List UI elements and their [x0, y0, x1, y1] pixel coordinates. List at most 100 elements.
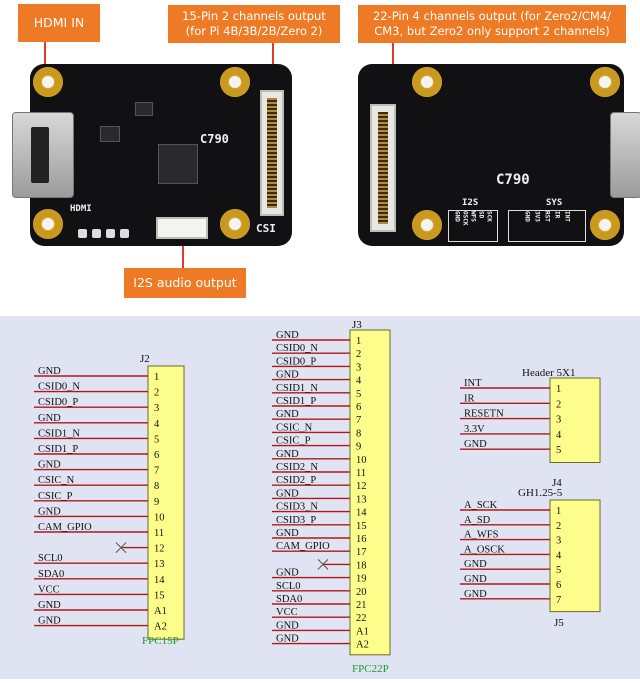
- net-label: GND: [276, 330, 299, 341]
- net-label: RESETN: [464, 409, 504, 420]
- hdmi-label: HDMI: [70, 204, 92, 214]
- net-label: IR: [464, 393, 475, 404]
- net-label: GND: [276, 409, 299, 420]
- sys-pin-label: GND: [523, 211, 531, 222]
- net-label: GND: [38, 460, 61, 471]
- pin-number: A2: [154, 622, 167, 633]
- pin-number: A1: [356, 626, 369, 637]
- pin-number: 8: [356, 428, 361, 439]
- pin-number: 1: [556, 506, 561, 517]
- pin-number: 12: [356, 481, 367, 492]
- mount-hole: [412, 210, 442, 240]
- net-label: CSIC_P: [276, 436, 311, 447]
- pin-number: 13: [154, 559, 165, 570]
- net-label: CSID1_N: [276, 383, 318, 394]
- pin-number: 19: [356, 574, 367, 585]
- callout-csi22-line2: CM3, but Zero2 only support 2 channels): [374, 24, 610, 38]
- net-label: CSID1_P: [38, 444, 78, 455]
- pin-number: 1: [556, 384, 561, 395]
- pin-number: 20: [356, 587, 367, 598]
- net-label: GND: [38, 616, 61, 627]
- pin-number: 5: [556, 445, 561, 456]
- sys-pin-label: IR: [553, 211, 561, 219]
- pin-number: 1: [154, 372, 159, 383]
- connector-title: GH1.25-5: [518, 487, 563, 499]
- net-label: CSIC_P: [38, 491, 73, 502]
- net-label: 3.3V: [464, 424, 485, 435]
- pin-number: 1: [356, 336, 361, 347]
- pin-number: 18: [356, 560, 367, 571]
- back-board: C790 I2S SYS GND OSCK WFS SD SCK GND 3V3…: [358, 64, 624, 246]
- net-label: GND: [38, 413, 61, 424]
- pin-number: 10: [154, 512, 165, 523]
- no-connect-mark: [115, 542, 127, 553]
- gpio-pad: [106, 229, 115, 238]
- pin-number: 21: [356, 600, 367, 611]
- csi22-contacts: [378, 112, 388, 224]
- net-label: GND: [276, 620, 299, 631]
- chip-label: C790: [200, 132, 229, 146]
- gpio-pad: [120, 229, 129, 238]
- pin-number: 3: [154, 403, 159, 414]
- pin-number: 5: [154, 434, 159, 445]
- pin-number: 11: [356, 468, 366, 479]
- net-label: GND: [38, 600, 61, 611]
- pin-number: 6: [556, 580, 561, 591]
- pin-number: 6: [154, 450, 159, 461]
- connector-ref: J2: [140, 353, 150, 365]
- front-board: C790 HDMI CSI: [30, 64, 292, 246]
- connector-body: [147, 365, 185, 640]
- net-label: CSID0_P: [276, 356, 316, 367]
- pin-number: 14: [356, 508, 367, 519]
- i2s-pin-label: GND: [453, 211, 461, 222]
- net-label: A_WFS: [464, 530, 499, 541]
- hdmi-port: [12, 112, 74, 198]
- i2s-pin-label: OSCK: [461, 211, 469, 226]
- net-label: CSID0_P: [38, 397, 78, 408]
- mount-hole: [220, 67, 250, 97]
- pin-number: 2: [154, 388, 159, 399]
- pin-number: 13: [356, 494, 367, 505]
- mount-hole: [33, 67, 63, 97]
- pin-number: 5: [556, 565, 561, 576]
- net-label: CSIC_N: [276, 422, 313, 433]
- net-label: GND: [464, 589, 487, 600]
- net-label: CSID0_N: [276, 343, 318, 354]
- i2s-pin-block: GND OSCK WFS SD SCK: [448, 210, 498, 242]
- callout-hdmi-in: HDMI IN: [18, 4, 100, 42]
- connector-ref: J4: [552, 477, 562, 489]
- pin-number: 7: [556, 595, 561, 606]
- net-label: GND: [38, 506, 61, 517]
- i2s-connector: [156, 217, 208, 239]
- net-label: GND: [276, 370, 299, 381]
- pin-number: 17: [356, 547, 367, 558]
- pin-number: 8: [154, 481, 159, 492]
- small-chip: [100, 126, 120, 142]
- connector-body: [349, 329, 391, 656]
- callout-hdmi-in-text: HDMI IN: [33, 15, 85, 30]
- pin-number: 4: [356, 376, 362, 387]
- pin-number: 7: [154, 466, 159, 477]
- net-label: GND: [38, 366, 61, 377]
- bridge-chip: [158, 144, 198, 184]
- gpio-pad: [78, 229, 87, 238]
- connector-body: [549, 499, 601, 613]
- hdmi-port-back: [610, 112, 640, 198]
- pin-number: 11: [154, 528, 164, 539]
- net-label: GND: [464, 574, 487, 585]
- net-label: CSID3_N: [276, 502, 318, 513]
- no-connect-mark: [317, 559, 329, 570]
- pin-number: 14: [154, 575, 165, 586]
- pin-number: A1: [154, 606, 167, 617]
- sys-pin-label: INT: [563, 211, 571, 222]
- csi-label: CSI: [256, 222, 276, 235]
- schematic-diagram: GND1CSID0_N2CSID0_P3GND4CSID1_N5CSID1_P6…: [34, 319, 601, 675]
- mount-hole: [33, 209, 63, 239]
- csi22-connector: [370, 104, 396, 232]
- net-label: GND: [464, 559, 487, 570]
- callout-i2s-text: I2S audio output: [133, 275, 237, 290]
- mount-hole: [220, 209, 250, 239]
- pin-number: 9: [154, 497, 159, 508]
- net-label: CAM_GPIO: [276, 541, 330, 552]
